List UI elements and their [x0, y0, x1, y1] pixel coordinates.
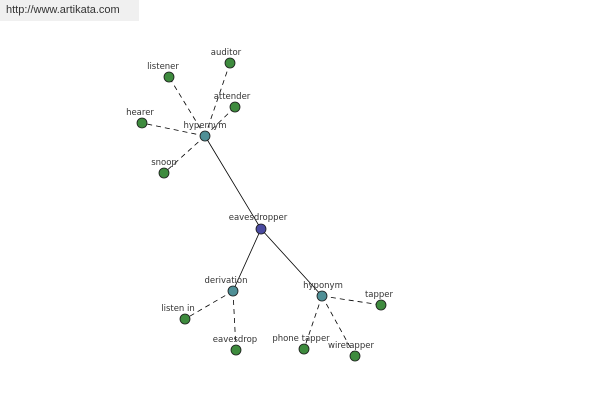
node-label-eavesdrop: eavesdrop [213, 335, 257, 345]
node-hearer[interactable]: hearer [126, 108, 154, 129]
node-auditor[interactable]: auditor [211, 48, 242, 69]
source-url[interactable]: http://www.artikata.com [0, 0, 139, 21]
leaf-node-marker [158, 167, 170, 179]
edge-hyponym-wiretapper [321, 295, 356, 357]
center-node-marker [255, 223, 267, 235]
leaf-node-marker [298, 343, 310, 355]
node-wiretapper[interactable]: wiretapper [328, 341, 374, 362]
node-tapper[interactable]: tapper [365, 290, 394, 311]
edge-hypernym-attender [204, 106, 236, 137]
node-phone-tapper[interactable]: phone tapper [272, 334, 330, 355]
leaf-node-marker [163, 71, 175, 83]
node-derivation[interactable]: derivation [204, 276, 248, 297]
edge-eavesdropper-hypernym [204, 135, 262, 230]
leaf-node-marker [349, 350, 361, 362]
leaf-node-marker [224, 57, 236, 69]
node-hypernym[interactable]: hypernym [183, 121, 227, 142]
node-label-tapper: tapper [365, 290, 394, 300]
node-snoop[interactable]: snoop [151, 158, 177, 179]
leaf-node-marker [229, 101, 241, 113]
leaf-node-marker [230, 344, 242, 356]
relation-node-marker [199, 130, 211, 142]
leaf-node-marker [136, 117, 148, 129]
edge-hyponym-tapper [321, 295, 382, 306]
node-eavesdropper[interactable]: eavesdropper [229, 213, 288, 235]
node-attender[interactable]: attender [214, 92, 251, 113]
edge-hypernym-hearer [141, 122, 206, 137]
node-listen-in[interactable]: listen in [161, 304, 195, 325]
node-label-hyponym: hyponym [303, 281, 343, 291]
node-label-listener: listener [147, 62, 179, 72]
leaf-node-marker [375, 299, 387, 311]
node-label-phone-tapper: phone tapper [272, 334, 330, 344]
edge-eavesdropper-hyponym [260, 228, 323, 297]
node-label-wiretapper: wiretapper [328, 341, 374, 351]
edge-eavesdropper-derivation [232, 228, 262, 292]
edge-hypernym-auditor [204, 62, 231, 137]
node-label-snoop: snoop [151, 158, 177, 168]
node-label-eavesdropper: eavesdropper [229, 213, 288, 223]
edge-hypernym-snoop [163, 135, 206, 174]
node-label-auditor: auditor [211, 48, 242, 58]
edge-hypernym-listener [168, 76, 206, 137]
node-listener[interactable]: listener [147, 62, 179, 83]
relation-node-marker [316, 290, 328, 302]
node-label-attender: attender [214, 92, 251, 102]
node-hyponym[interactable]: hyponym [303, 281, 343, 302]
node-label-listen-in: listen in [161, 304, 195, 314]
edge-derivation-eavesdrop [232, 290, 237, 351]
edge-hyponym-phone-tapper [303, 295, 323, 350]
node-label-hearer: hearer [126, 108, 154, 118]
node-label-derivation: derivation [204, 276, 247, 286]
node-eavesdrop[interactable]: eavesdrop [213, 335, 257, 356]
leaf-node-marker [179, 313, 191, 325]
relation-node-marker [227, 285, 239, 297]
node-label-hypernym: hypernym [183, 121, 226, 131]
edge-derivation-listen-in [184, 290, 234, 320]
